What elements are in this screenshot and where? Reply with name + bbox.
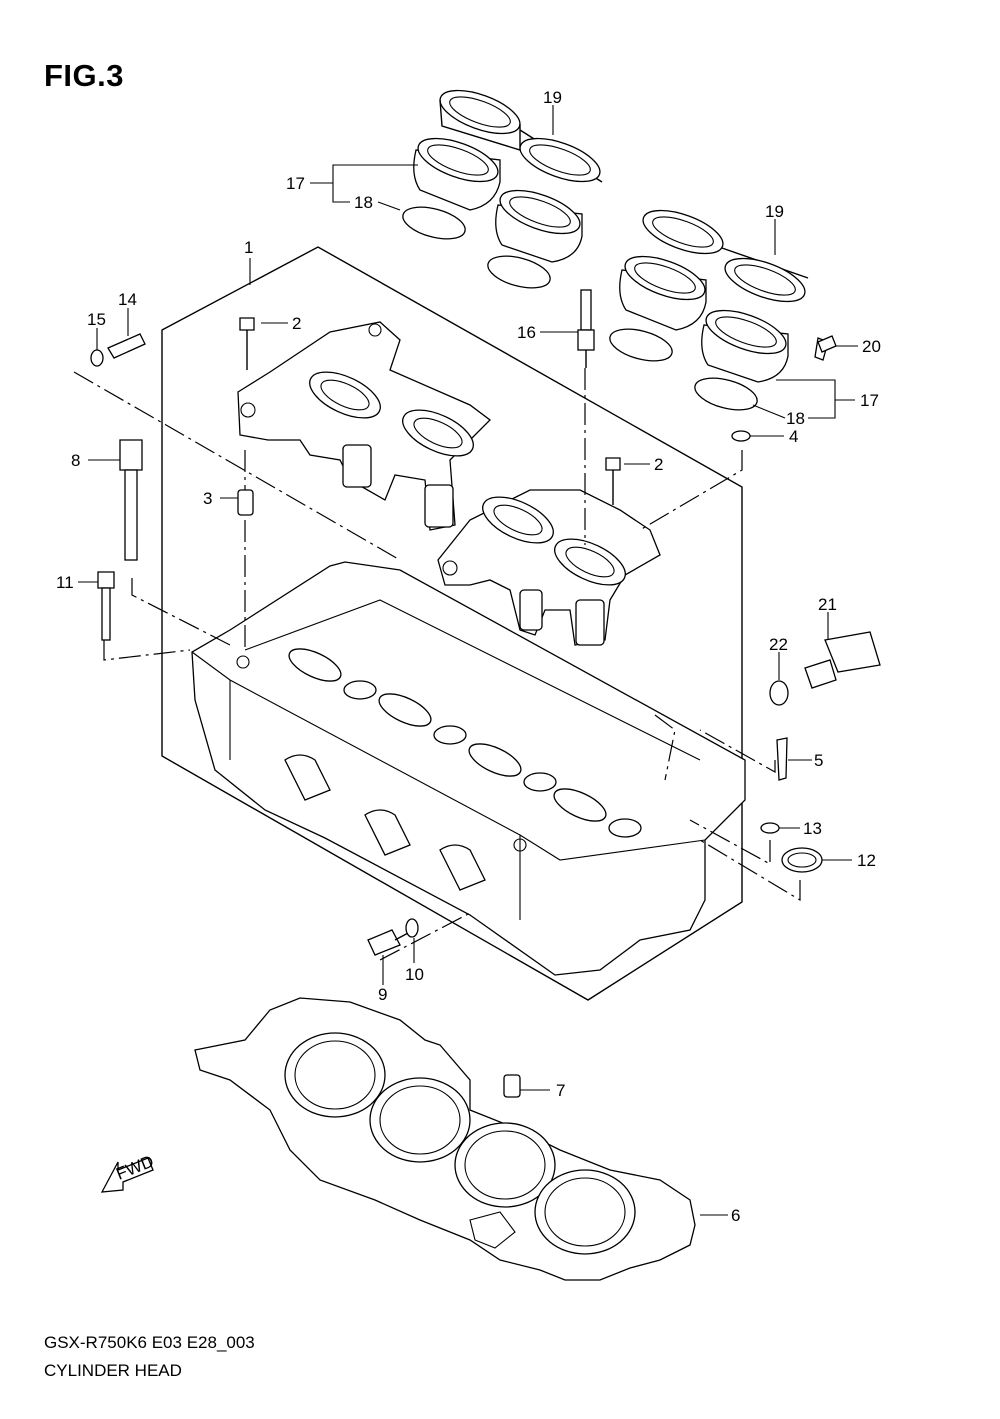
callout-19-left: 19 <box>543 88 562 107</box>
callout-2-lower: 2 <box>654 455 663 474</box>
diagram-name-caption: CYLINDER HEAD <box>44 1361 182 1380</box>
callout-2-upper: 2 <box>292 314 301 333</box>
callout-6: 6 <box>731 1206 740 1225</box>
callout-15: 15 <box>87 310 106 329</box>
manifold-lower-right <box>437 489 661 646</box>
callout-12: 12 <box>857 851 876 870</box>
figure-title: FIG.3 <box>44 58 125 93</box>
callout-10: 10 <box>405 965 424 984</box>
callout-18-right: 18 <box>786 409 805 428</box>
intake-pipes-left <box>402 89 603 289</box>
callout-16: 16 <box>517 323 536 342</box>
fwd-arrow: FWD <box>100 1152 156 1193</box>
callout-19-right: 19 <box>765 202 784 221</box>
callout-7: 7 <box>556 1081 565 1100</box>
callout-18-left: 18 <box>354 193 373 212</box>
callout-21: 21 <box>818 595 837 614</box>
intake-pipes-right <box>609 209 829 411</box>
callout-17-left: 17 <box>286 174 305 193</box>
model-code-caption: GSX-R750K6 E03 E28_003 <box>44 1333 255 1352</box>
callout-1: 1 <box>244 238 253 257</box>
callout-20: 20 <box>862 337 881 356</box>
callout-22: 22 <box>769 635 788 654</box>
callout-11: 11 <box>56 573 74 592</box>
fwd-arrow-label: FWD <box>113 1152 156 1184</box>
assembly-outline <box>161 246 743 1001</box>
callout-8: 8 <box>71 451 80 470</box>
callout-leaders <box>78 105 858 1216</box>
callout-5: 5 <box>814 751 823 770</box>
callout-4: 4 <box>789 427 798 446</box>
manifold-upper-left <box>237 321 491 531</box>
callout-9: 9 <box>378 985 387 1004</box>
callout-13: 13 <box>803 819 822 838</box>
cylinder-head-gasket <box>194 997 696 1281</box>
small-parts <box>90 289 881 1098</box>
callout-14: 14 <box>118 290 137 309</box>
leader-lines <box>73 368 801 961</box>
callout-3: 3 <box>203 489 212 508</box>
callout-numbers: 1 2 2 3 4 5 6 7 8 9 10 11 12 13 14 15 16… <box>56 88 881 1225</box>
cylinder-head-body <box>191 561 746 976</box>
callout-17-right: 17 <box>860 391 879 410</box>
